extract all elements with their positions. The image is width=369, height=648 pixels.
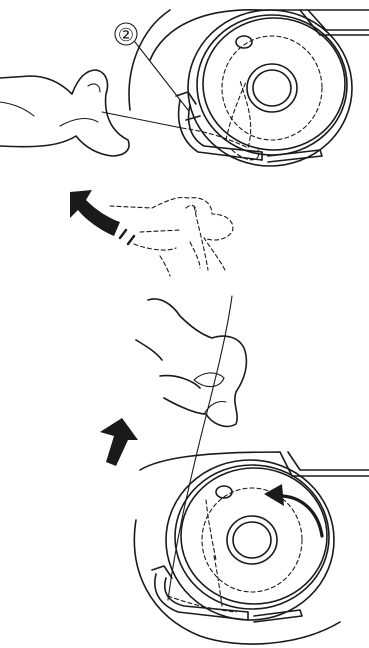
bobbin-hidden-outline [222,36,322,140]
housing-plate-top-inner [308,10,369,30]
bobbin-hub [247,64,297,112]
thread-top-solid [102,112,182,128]
thread-bottom-dashed-up [206,500,216,560]
housing-plate-bottom-inner [288,452,369,470]
arrow-up-left-icon [70,190,120,236]
hand-top-nail [88,84,100,92]
bobbin-hub-inner [253,70,291,106]
hand-bottom-nail [194,373,224,387]
hand-bottom [136,299,246,426]
bobbin-case-outer-ring [188,10,352,166]
bobbin-case-rim-bottom [175,465,329,609]
rotation-arrow-head-icon [264,484,284,506]
top-panel: ② [0,10,369,166]
housing-plate-bottom [140,452,369,476]
ghost-thread [194,206,208,270]
arrow-up-icon [100,418,138,466]
bottom-panel [100,296,369,644]
ghost-hand [110,197,233,276]
bobbin-hidden-outline-bottom [202,488,302,592]
bobbin-case-outer-ring-bottom [166,460,334,620]
callout-number: ② [118,25,134,46]
callout-2: ② [115,23,188,110]
callout-leader-line [135,42,188,110]
case-pin-hole-bottom [216,486,232,498]
arrow-trail-marks [120,230,134,244]
hand-top-detail-1 [60,119,98,126]
bobbin-case-inner-rim [203,18,345,150]
case-pin-hole [236,36,252,48]
middle-panel [70,190,233,276]
slot-end [262,150,322,162]
bobbin-hub-bottom [227,516,277,564]
hand-top-detail-2 [0,102,34,116]
bobbin-hub-inner-bottom [233,522,271,558]
